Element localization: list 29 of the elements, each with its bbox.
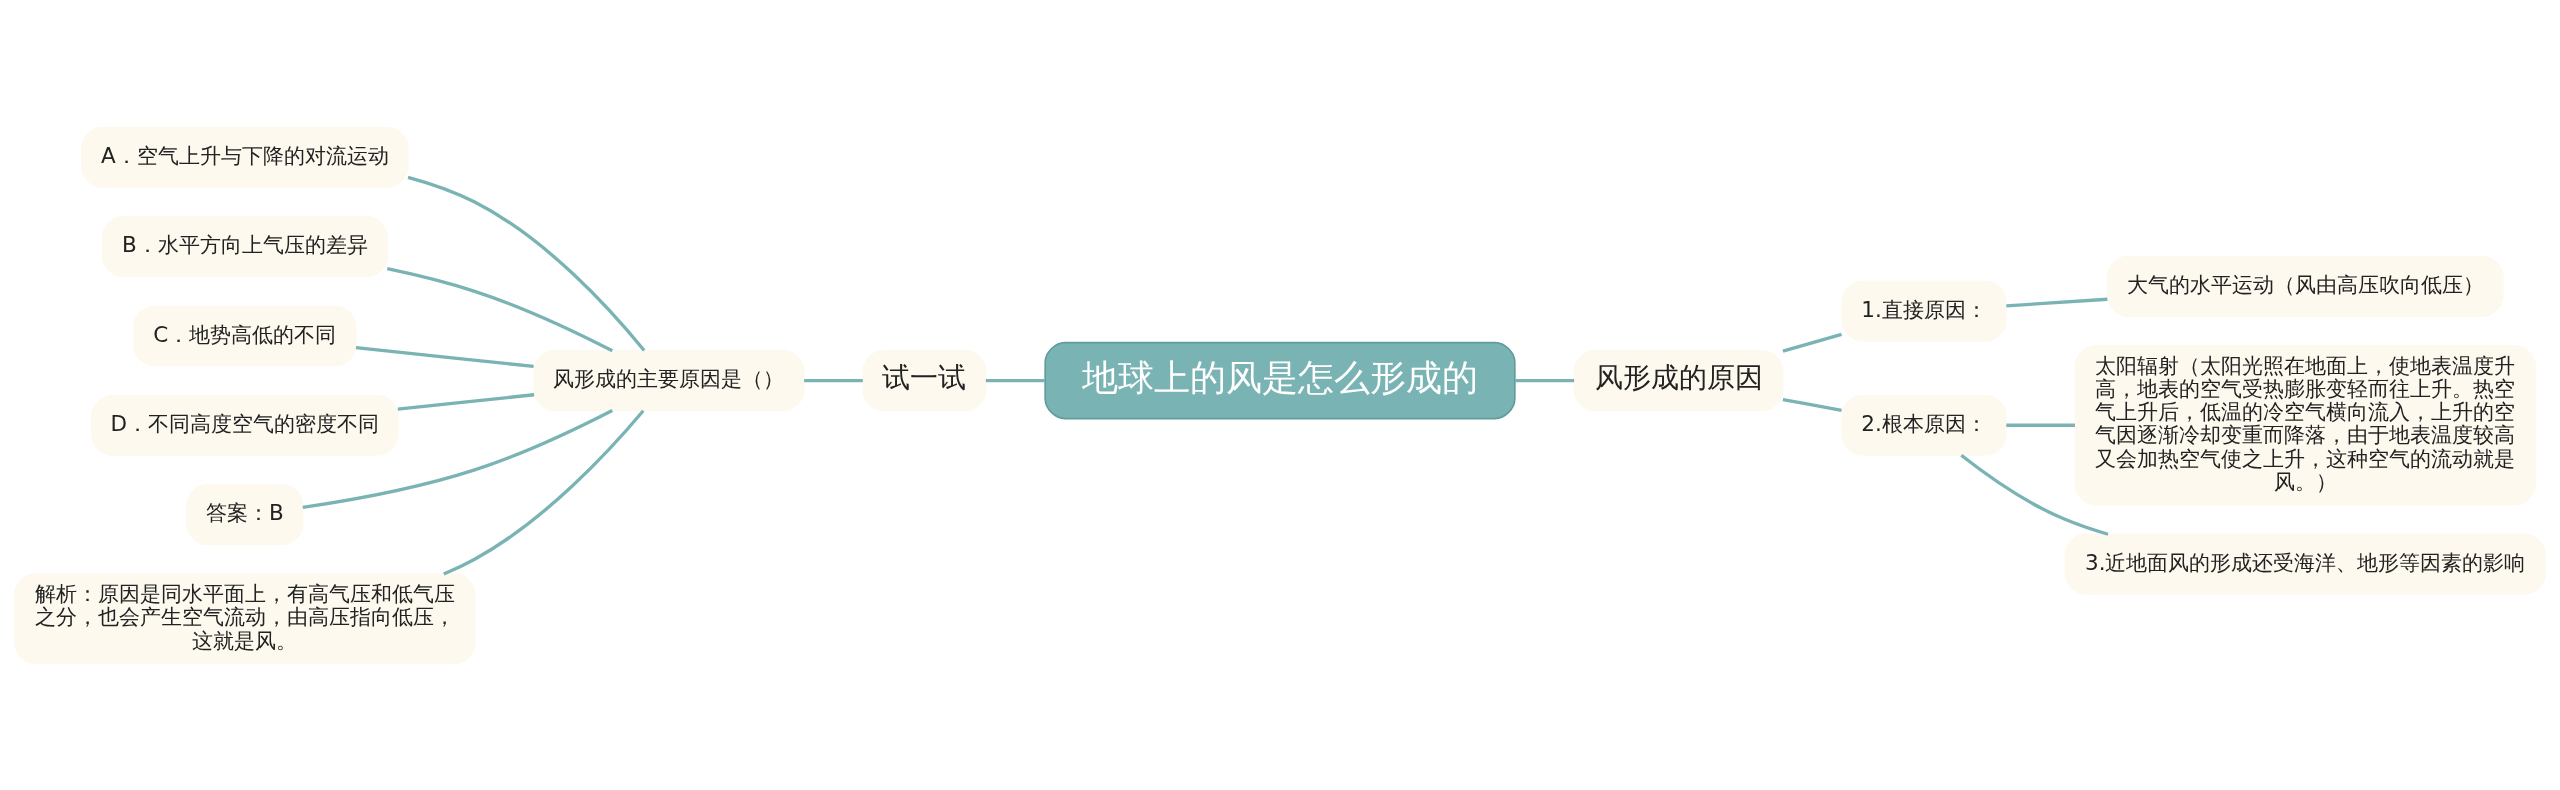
node-box: B．水平方向上气压的差异	[101, 215, 388, 277]
node-box: D．不同高度空气的密度不同	[91, 394, 399, 456]
node-box: 太阳辐射（太阳光照在地面上，使地表温度升高，地表的空气受热膨胀变轻而往上升。热空气上升后，低温的冷空气横向流入，上升的空气因逐渐冷却变重而降落，由于地表温度较高又会加热空气使之上升，这种空气的流动就是风。）	[2074, 344, 2536, 505]
node-box: 3.近地面风的形成还受海洋、地形等因素的影响	[2064, 533, 2546, 595]
node-box: C．地势高低的不同	[133, 304, 357, 367]
node-box: 地球上的风是怎么形成的	[1044, 341, 1516, 419]
node-box: 解析：原因是同水平面上，有高气压和低气压之分，也会产生空气流动，由高压指向低压，这就是风。	[14, 572, 476, 664]
connector	[386, 266, 614, 352]
connector	[1782, 397, 1842, 412]
connector	[2006, 297, 2108, 308]
node-box: 风形成的主要原因是（）	[533, 349, 805, 411]
node-box: 答案：B	[186, 483, 304, 545]
connector	[407, 175, 646, 352]
node-box: A．空气上升与下降的对流运动	[81, 126, 409, 188]
node-box: 2.根本原因：	[1841, 394, 2007, 456]
connector	[355, 345, 534, 368]
node-box: 试一试	[862, 349, 987, 411]
connector	[397, 392, 535, 411]
connector	[2006, 423, 2075, 427]
connector	[1515, 378, 1575, 382]
connector	[985, 378, 1046, 382]
connector	[1782, 332, 1843, 353]
connector	[302, 408, 614, 509]
connector	[804, 378, 863, 382]
node-box: 1.直接原因：	[1841, 280, 2007, 342]
node-box: 风形成的原因	[1573, 349, 1784, 411]
connector	[443, 409, 645, 576]
connector	[1960, 453, 2109, 536]
node-box: 大气的水平运动（风由高压吹向低压）	[2106, 255, 2504, 317]
